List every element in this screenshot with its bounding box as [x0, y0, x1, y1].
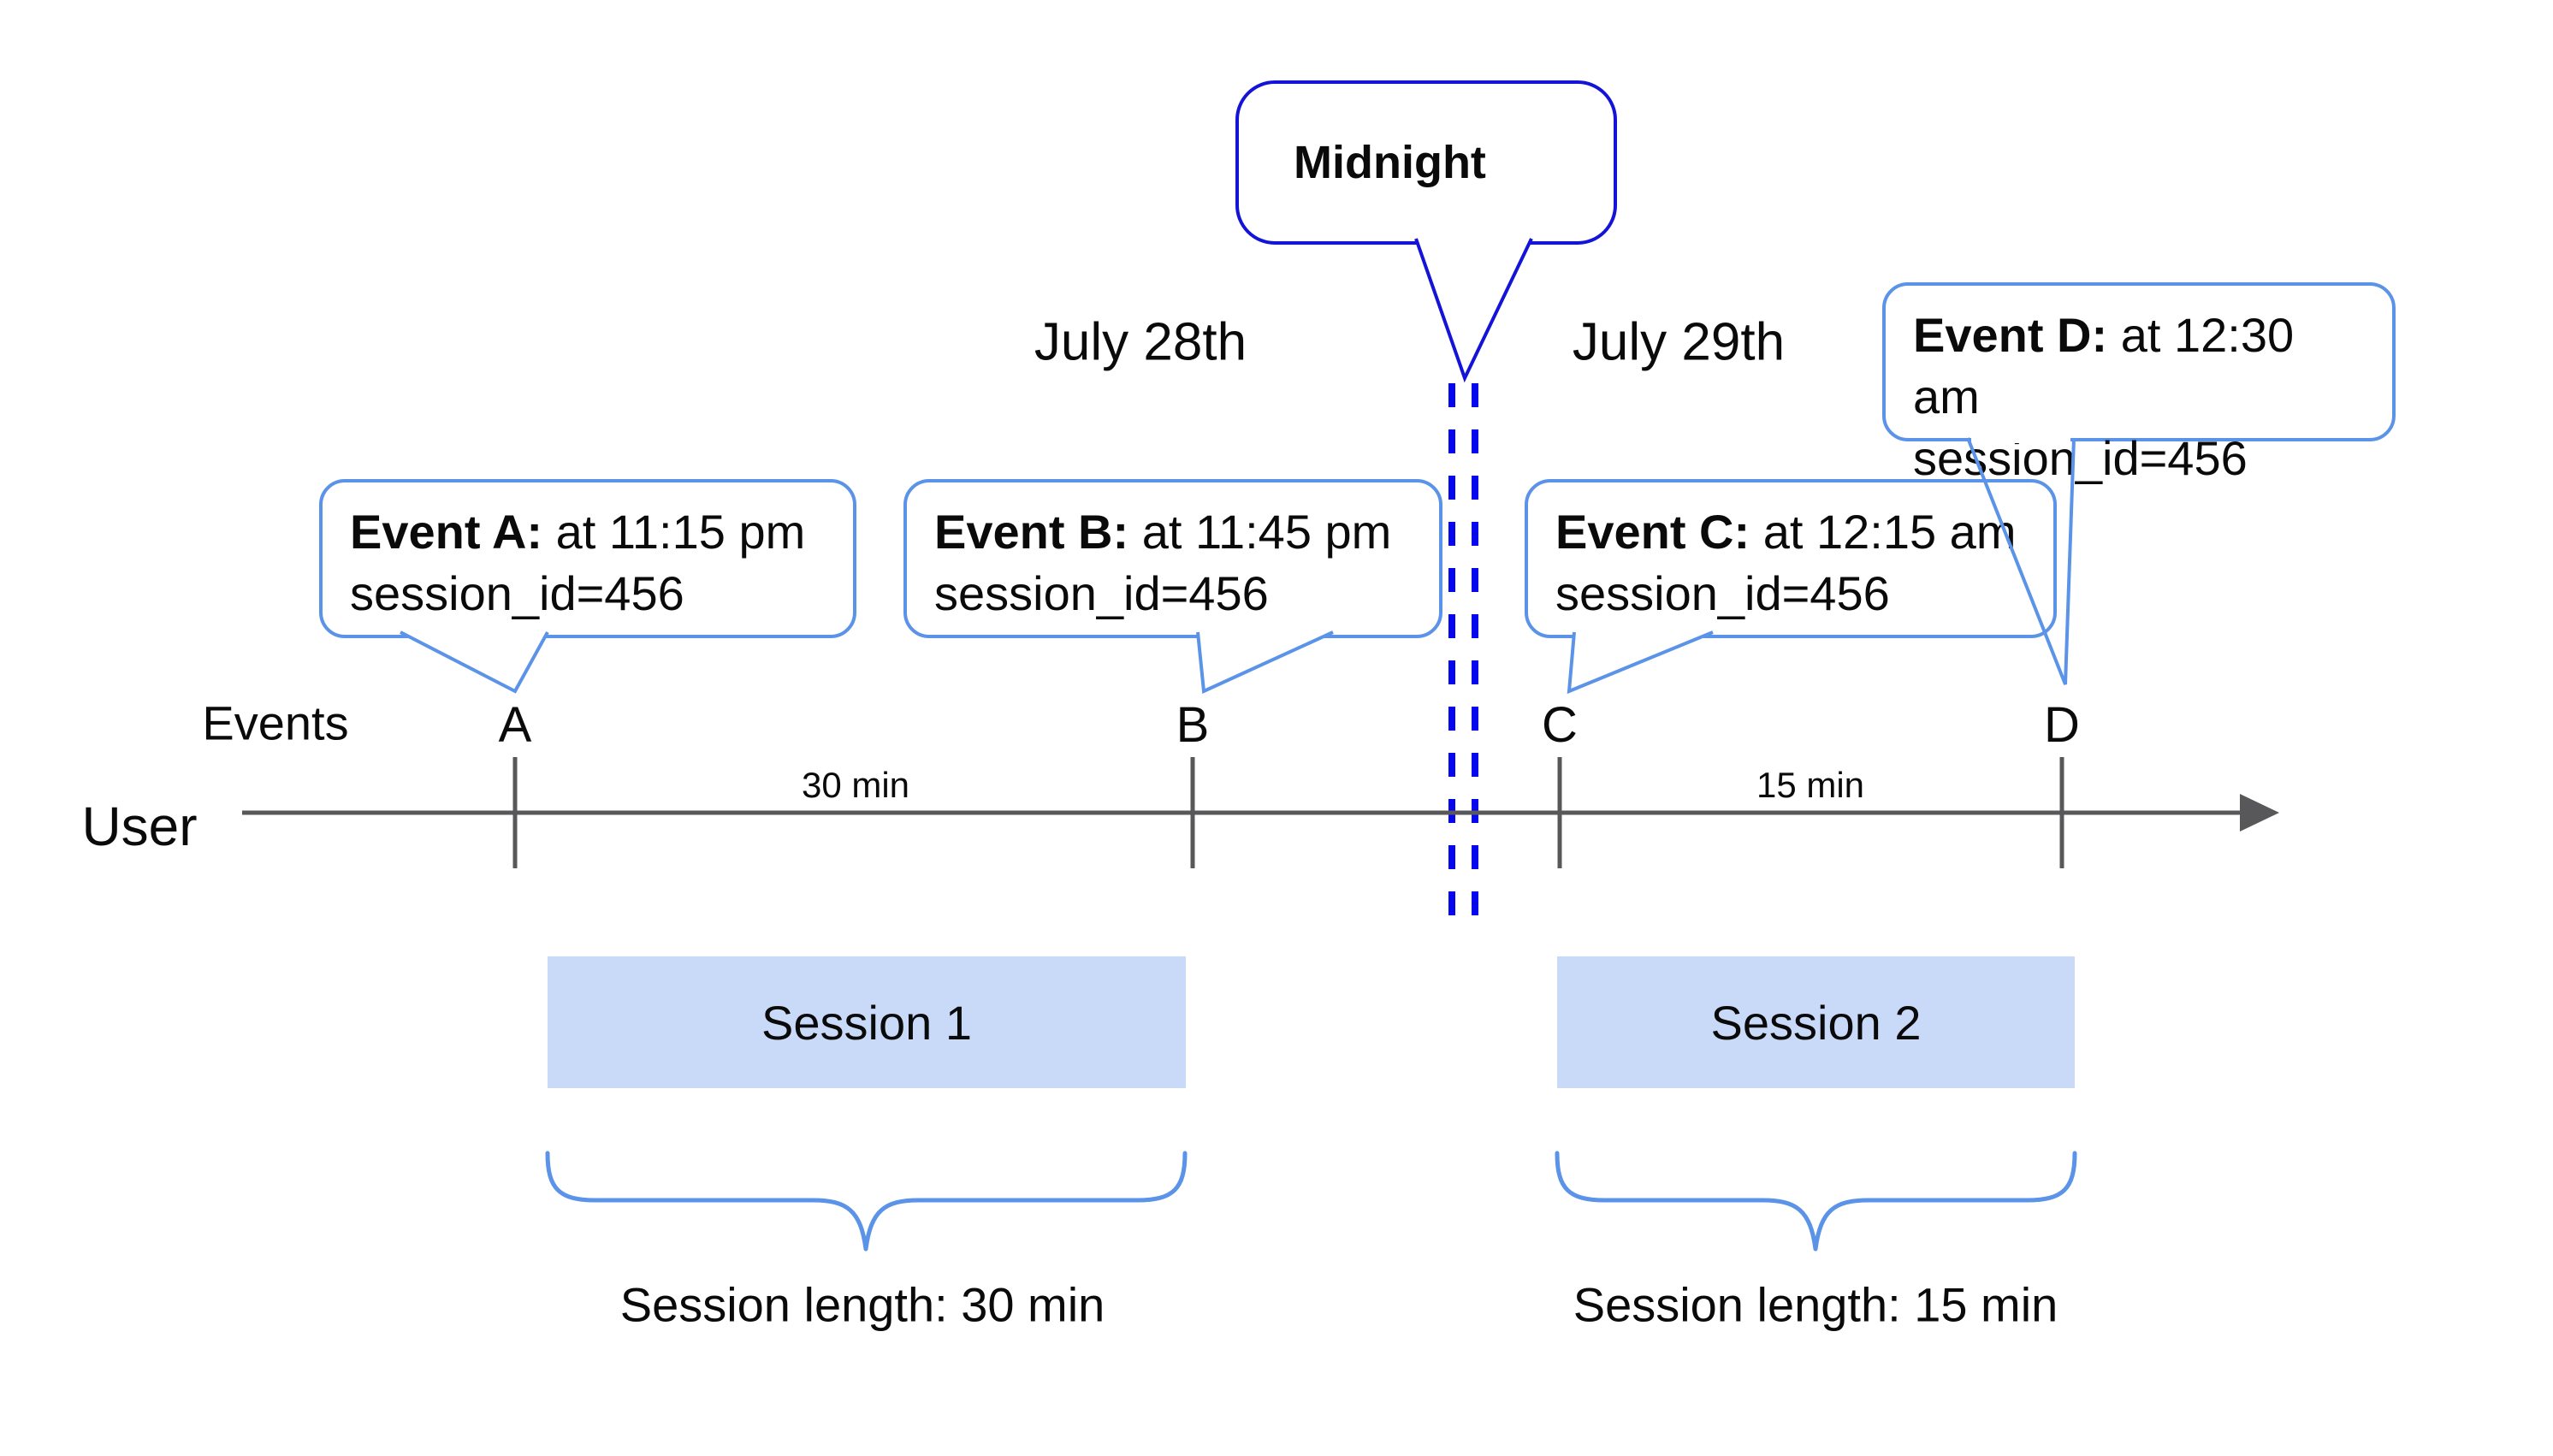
event-c-callout-bubble: Event C: at 12:15 am session_id=456 — [1525, 479, 2057, 638]
event-b-callout-tail — [1196, 630, 1334, 694]
event-d-session-id: session_id=456 — [1913, 431, 2248, 485]
session-2-box: Session 2 — [1557, 956, 2075, 1088]
event-b-title: Event B: — [934, 505, 1129, 559]
event-c-callout-tail — [1567, 630, 1714, 695]
session-2-brace — [1555, 1151, 2077, 1252]
event-letter-a: A — [498, 697, 532, 753]
session-1-box: Session 1 — [548, 956, 1186, 1088]
event-c-time: at 12:15 am — [1762, 505, 2017, 559]
user-axis-label: User — [81, 796, 198, 857]
event-letter-b: B — [1176, 697, 1210, 753]
session-2-length-label: Session length: 15 min — [1573, 1277, 2058, 1332]
midnight-callout-tail — [1414, 238, 1533, 383]
midnight-label: Midnight — [1294, 137, 1486, 188]
interval-30min-label: 30 min — [801, 765, 910, 805]
date-label-july-29: July 29th — [1572, 312, 1786, 372]
event-b-time: at 11:45 pm — [1141, 505, 1392, 559]
session-1-label: Session 1 — [761, 995, 972, 1050]
event-b-session-id: session_id=456 — [934, 566, 1269, 620]
midnight-callout-bubble: Midnight — [1235, 80, 1617, 245]
interval-15min-label: 15 min — [1756, 765, 1865, 805]
event-d-time: at 12:30 am — [1913, 308, 2295, 423]
event-c-title: Event C: — [1555, 505, 1750, 559]
event-a-headline: Event A: at 11:15 pm — [350, 501, 826, 563]
event-d-callout-bubble: Event D: at 12:30 am session_id=456 — [1882, 282, 2396, 485]
event-a-callout-tail — [400, 630, 549, 694]
event-letter-c: C — [1542, 697, 1578, 753]
event-d-title: Event D: — [1913, 308, 2108, 362]
event-d-headline: Event D: at 12:30 am — [1913, 305, 2365, 428]
session-1-brace — [545, 1151, 1188, 1252]
axis-arrowhead-icon — [2240, 794, 2279, 832]
event-a-session-id: session_id=456 — [350, 566, 684, 620]
event-c-headline: Event C: at 12:15 am — [1555, 501, 2026, 563]
session-2-label: Session 2 — [1710, 995, 1922, 1050]
event-letter-d: D — [2044, 697, 2080, 753]
event-a-title: Event A: — [350, 505, 543, 559]
events-axis-label: Events — [202, 695, 349, 750]
event-b-headline: Event B: at 11:45 pm — [934, 501, 1412, 563]
event-c-session-id: session_id=456 — [1555, 566, 1890, 620]
date-label-july-28: July 28th — [1034, 312, 1247, 372]
event-b-callout-bubble: Event B: at 11:45 pm session_id=456 — [903, 479, 1442, 638]
event-a-callout-bubble: Event A: at 11:15 pm session_id=456 — [319, 479, 856, 638]
event-a-time: at 11:15 pm — [555, 505, 806, 559]
session-1-length-label: Session length: 30 min — [619, 1277, 1105, 1332]
